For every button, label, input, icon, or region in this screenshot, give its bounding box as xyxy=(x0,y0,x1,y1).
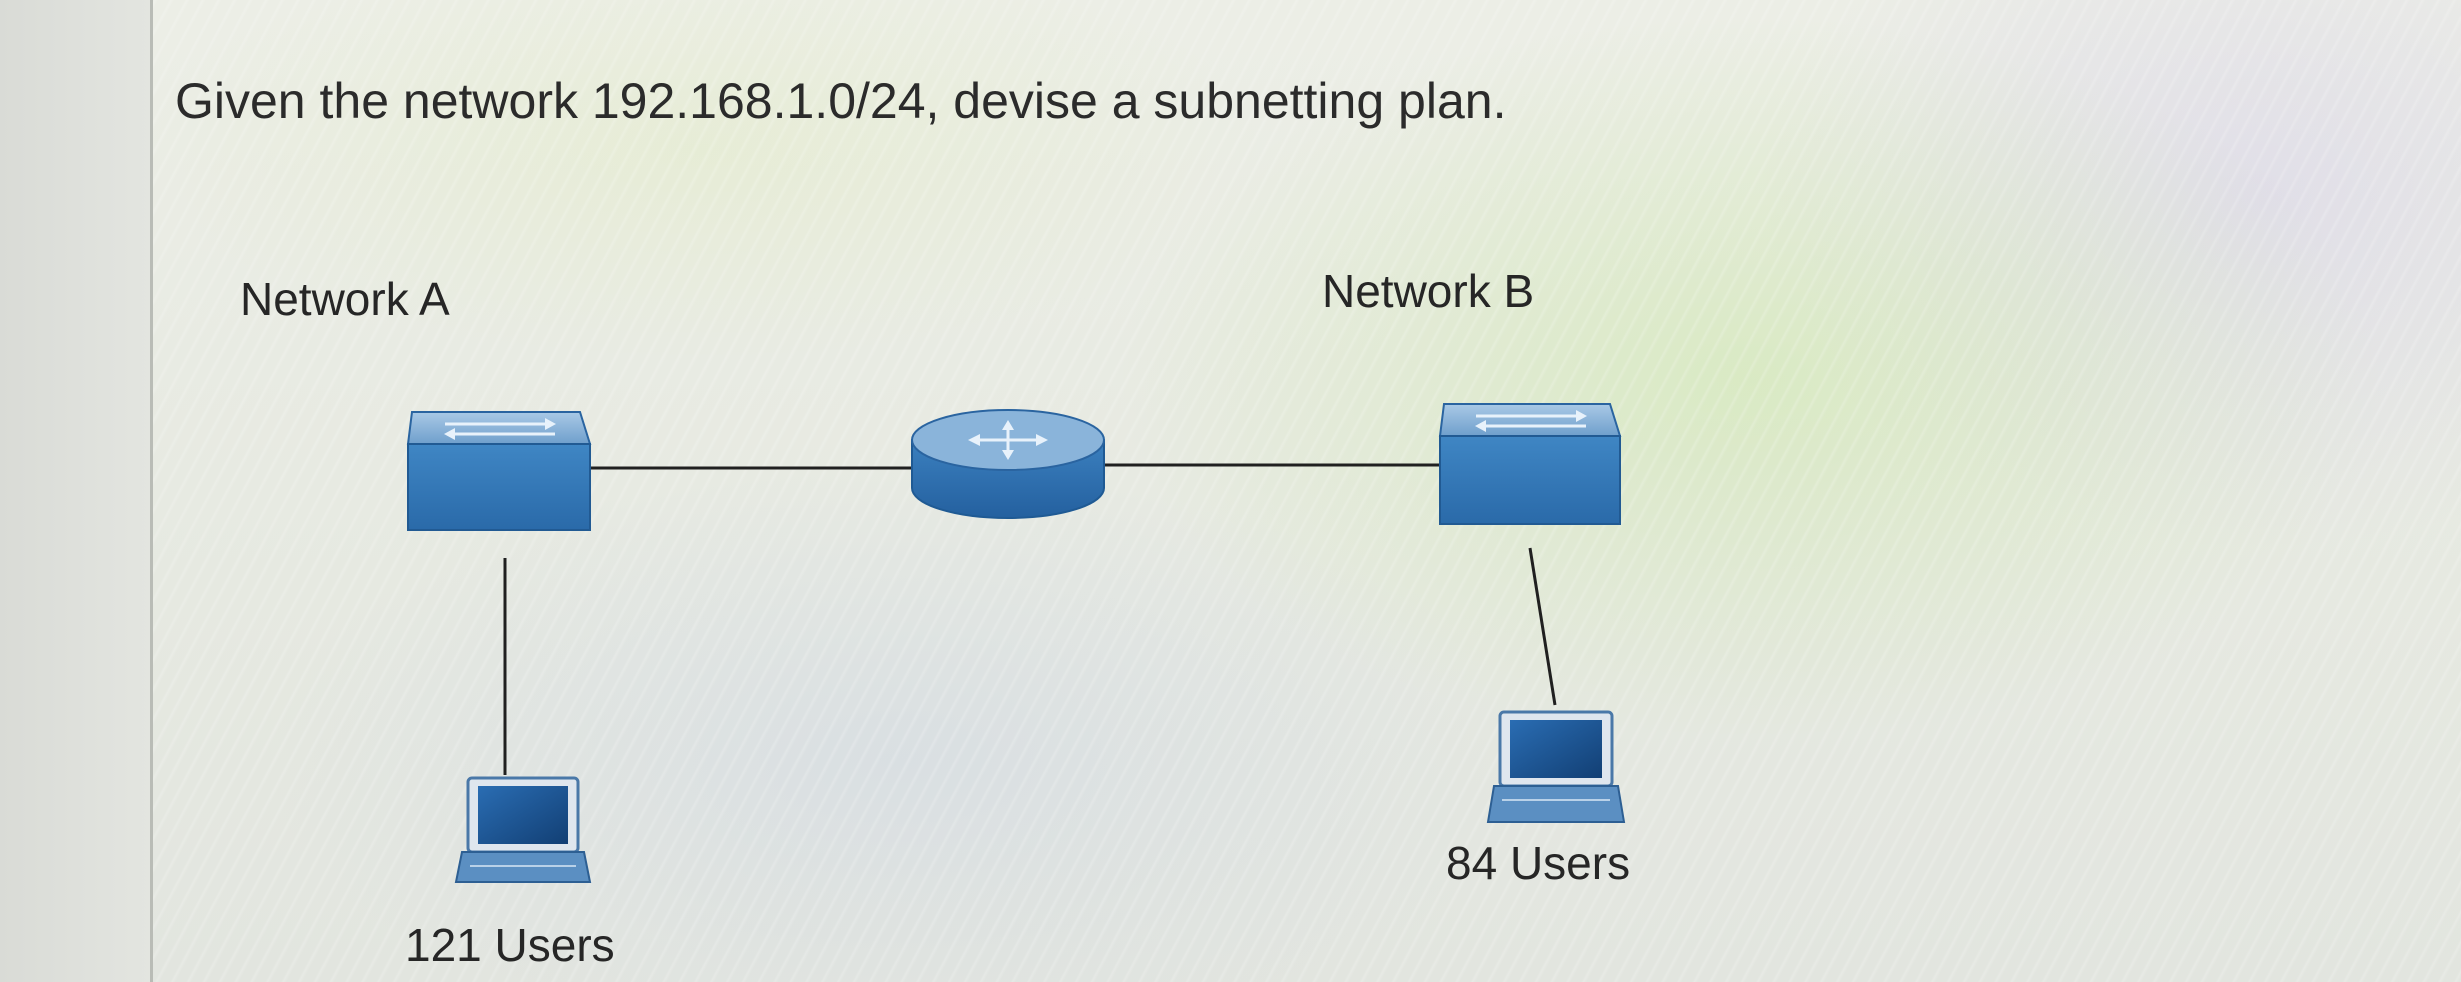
question-text: Given the network 192.168.1.0/24, devise… xyxy=(175,73,1507,129)
left-margin xyxy=(0,0,150,982)
router-icon xyxy=(911,409,1105,519)
network-b-title: Network B xyxy=(1322,265,1535,317)
switch-a-icon xyxy=(406,411,592,531)
left-border-line xyxy=(150,0,153,982)
network-a-title: Network A xyxy=(240,273,450,325)
network-b-users: 84 Users xyxy=(1446,837,1631,889)
link-switch-b-host-b xyxy=(1528,547,1557,706)
laptop-a-icon xyxy=(454,776,592,883)
switch-b-icon xyxy=(1438,403,1622,525)
laptop-b-icon xyxy=(1486,710,1626,823)
network-a-users: 121 Users xyxy=(405,919,615,971)
